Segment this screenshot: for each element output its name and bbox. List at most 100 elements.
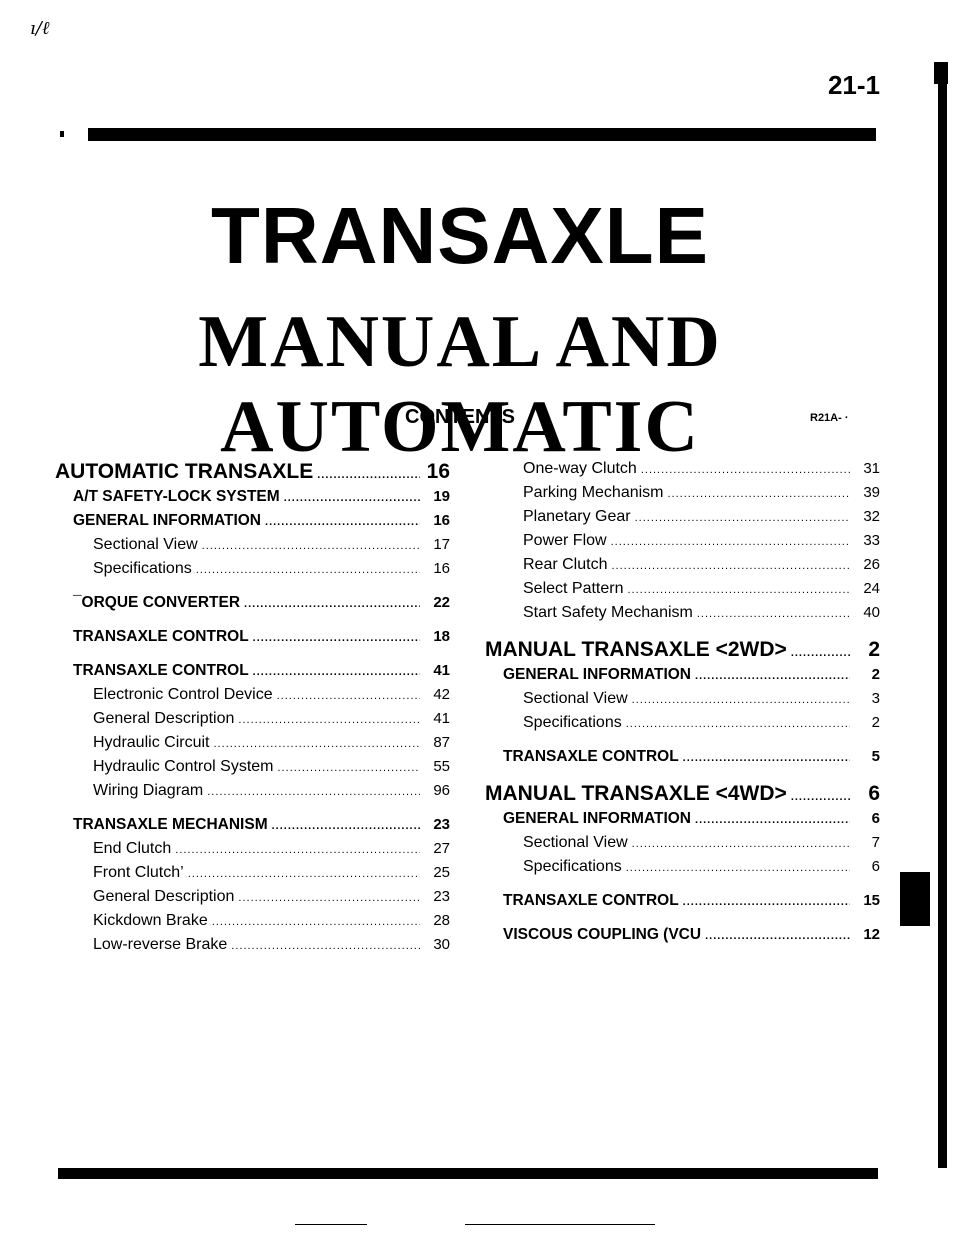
toc-entry-label: VISCOUS COUPLING (VCU: [503, 926, 702, 943]
toc-spacer: [485, 738, 880, 748]
toc-leader-dots: [317, 469, 420, 481]
toc-spacer: [55, 618, 450, 628]
footer-line-right: [465, 1224, 655, 1225]
toc-entry-label: TRANSAXLE MECHANISM: [73, 816, 268, 833]
toc-spacer: [55, 652, 450, 662]
toc-entry: General Description41: [55, 710, 450, 734]
toc-entry-page: 7: [871, 834, 880, 851]
toc-entry-page: 6: [871, 810, 880, 827]
toc-entry-page: 16: [433, 512, 450, 529]
top-rule: [88, 128, 876, 141]
toc-entry: TRANSAXLE CONTROL 41: [55, 662, 450, 686]
toc-entry: GENERAL INFORMATION 6: [485, 810, 880, 834]
toc-left-column: AUTOMATIC TRANSAXLE16A/T SAFETY-LOCK SYS…: [55, 460, 450, 960]
page-title: TRANSAXLE: [211, 191, 709, 280]
toc-entry-page: 27: [433, 840, 450, 857]
toc-entry-page: 2: [871, 666, 880, 683]
toc-entry-label: GENERAL INFORMATION: [503, 666, 692, 683]
toc-entry: MANUAL TRANSAXLE <4WD>6: [485, 782, 880, 810]
toc-entry: TRANSAXLE CONTROL18: [55, 628, 450, 652]
toc-spacer: [55, 806, 450, 816]
toc-entry-page: 39: [863, 484, 880, 501]
toc-entry-page: 5: [871, 748, 880, 765]
toc-entry-page: 87: [433, 734, 450, 751]
toc-entry-page: 26: [863, 556, 880, 573]
toc-entry: Low-reverse Brake30: [55, 936, 450, 960]
toc-entry-page: 6: [871, 858, 880, 875]
toc-entry-label: TRANSAXLE CONTROL: [73, 662, 249, 679]
toc-entry: ¯ORQUE CONVERTER 22: [55, 594, 450, 618]
toc-leader-dots: [207, 786, 420, 798]
toc-entry: Start Safety Mechanism 40: [485, 604, 880, 628]
toc-entry: Sectional View3: [485, 690, 880, 714]
toc-entry-page: 41: [433, 662, 450, 679]
toc-leader-dots: [213, 738, 420, 750]
toc-entry-page: 22: [433, 594, 450, 611]
toc-entry-label: ¯ORQUE CONVERTER: [73, 594, 241, 611]
toc-right-column: One-way Clutch31Parking Mechanism39Plane…: [485, 460, 880, 950]
toc-entry: MANUAL TRANSAXLE <2WD>2: [485, 638, 880, 666]
toc-entry: Front Clutch’ 25: [55, 864, 450, 888]
toc-leader-dots: [202, 540, 420, 552]
toc-entry-page: 16: [426, 460, 450, 483]
toc-leader-dots: [635, 512, 850, 524]
toc-entry-label: Hydraulic Circuit: [93, 734, 210, 751]
toc-entry: Specifications6: [485, 858, 880, 882]
toc-entry-label: Specifications: [523, 714, 622, 731]
toc-entry-page: 12: [863, 926, 880, 943]
toc-spacer: [485, 772, 880, 782]
contents-heading: CONTENTS: [405, 406, 515, 428]
toc-entry: One-way Clutch31: [485, 460, 880, 484]
toc-entry: Wiring Diagram 96: [55, 782, 450, 806]
toc-entry: TRANSAXLE MECHANISM23: [55, 816, 450, 840]
toc-entry: A/T SAFETY-LOCK SYSTEM19: [55, 488, 450, 512]
toc-entry-page: 23: [433, 888, 450, 905]
toc-entry: TRANSAXLE CONTROL15: [485, 892, 880, 916]
toc-entry-page: 32: [863, 508, 880, 525]
toc-entry: Planetary Gear 32: [485, 508, 880, 532]
toc-entry: Specifications16: [55, 560, 450, 584]
toc-entry-page: 28: [433, 912, 450, 929]
toc-entry-label: One-way Clutch: [523, 460, 637, 477]
toc-spacer: [485, 916, 880, 926]
toc-leader-dots: [212, 916, 420, 928]
margin-tick: [60, 131, 64, 137]
toc-entry: Sectional View7: [485, 834, 880, 858]
corner-handwritten-mark: ı/ℓ: [30, 18, 50, 39]
toc-entry-page: 40: [863, 604, 880, 621]
toc-entry-page: 33: [863, 532, 880, 549]
toc-entry-label: MANUAL TRANSAXLE <2WD>: [485, 638, 787, 661]
toc-entry: Hydraulic Control System55: [55, 758, 450, 782]
toc-entry-page: 15: [863, 892, 880, 909]
toc-entry-page: 25: [433, 864, 450, 881]
toc-entry: Parking Mechanism39: [485, 484, 880, 508]
toc-leader-dots: [632, 838, 850, 850]
toc-leader-dots: [265, 516, 420, 528]
toc-entry: Kickdown Brake28: [55, 912, 450, 936]
toc-leader-dots: [683, 752, 850, 764]
toc-entry-label: Select Pattern: [523, 580, 624, 597]
toc-entry-label: General Description: [93, 888, 235, 905]
toc-leader-dots: [244, 598, 420, 610]
toc-leader-dots: [641, 464, 850, 476]
toc-leader-dots: [791, 791, 850, 803]
toc-leader-dots: [238, 714, 420, 726]
toc-entry-label: TRANSAXLE CONTROL: [73, 628, 249, 645]
toc-leader-dots: [611, 560, 850, 572]
toc-leader-dots: [284, 492, 420, 504]
section-thumb-tab: [900, 872, 930, 926]
toc-entry-label: Wiring Diagram: [93, 782, 204, 799]
toc-entry-label: Start Safety Mechanism: [523, 604, 693, 621]
toc-entry-page: 96: [433, 782, 450, 799]
toc-entry-page: 3: [871, 690, 880, 707]
toc-entry-page: 6: [868, 782, 880, 805]
toc-entry: AUTOMATIC TRANSAXLE16: [55, 460, 450, 488]
page-subtitle: MANUAL AND AUTOMATIC: [198, 301, 722, 468]
toc-entry-page: 30: [433, 936, 450, 953]
toc-entry-page: 42: [433, 686, 450, 703]
toc-entry-label: Front Clutch’: [93, 864, 184, 881]
toc-entry-label: Planetary Gear: [523, 508, 631, 525]
toc-entry-label: GENERAL INFORMATION: [503, 810, 692, 827]
toc-entry-page: 19: [433, 488, 450, 505]
toc-leader-dots: [626, 862, 850, 874]
